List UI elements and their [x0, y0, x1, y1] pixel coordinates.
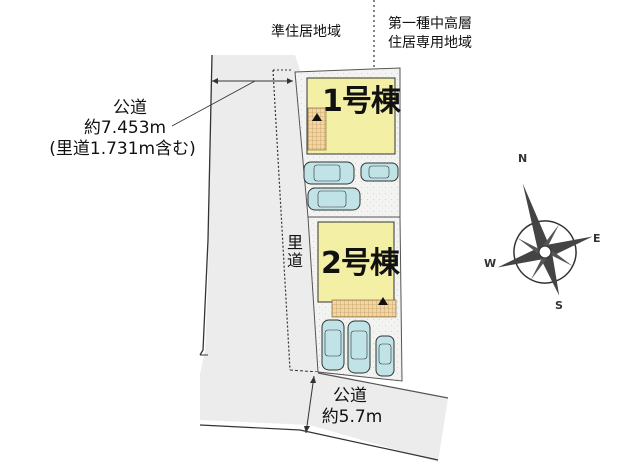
satomichi-label: 里道 [286, 233, 303, 270]
south-road-dimension [304, 375, 316, 434]
car-icon [307, 187, 361, 211]
compass-w-label: W [484, 257, 497, 270]
west-road-name: 公道 [113, 98, 147, 118]
car-icon [303, 161, 355, 185]
parking-lot-1 [303, 161, 399, 211]
compass-rose-icon [497, 183, 593, 296]
south-road-width: 約5.7m [321, 407, 383, 427]
zone-label-medium-high-residential-line1: 第一種中高層 [388, 16, 472, 32]
building-1-label: 1号棟 [322, 84, 401, 119]
car-icon [375, 335, 395, 377]
west-public-road [199, 54, 319, 375]
west-road-note: (里道1.731m含む) [49, 139, 196, 159]
compass-n-label: N [518, 152, 528, 165]
west-road-dimension [171, 78, 293, 127]
west-road-width: 約7.453m [83, 118, 167, 138]
building-1-entrance-marker-icon [312, 113, 322, 121]
car-icon [347, 320, 371, 374]
zone-label-medium-high-residential-line2: 住居専用地域 [388, 35, 472, 51]
compass-e-label: E [593, 232, 601, 245]
building-1-deck [307, 107, 327, 151]
parking-lot-2 [321, 319, 395, 377]
car-icon [360, 162, 399, 182]
south-public-road [199, 372, 449, 462]
south-road-name: 公道 [333, 386, 367, 406]
building-2-entrance-marker-icon [378, 297, 388, 305]
zone-label-quasi-residential: 準住居地域 [271, 24, 341, 40]
compass-s-label: S [555, 299, 563, 312]
car-icon [321, 319, 345, 371]
building-2-label: 2号棟 [321, 246, 400, 281]
